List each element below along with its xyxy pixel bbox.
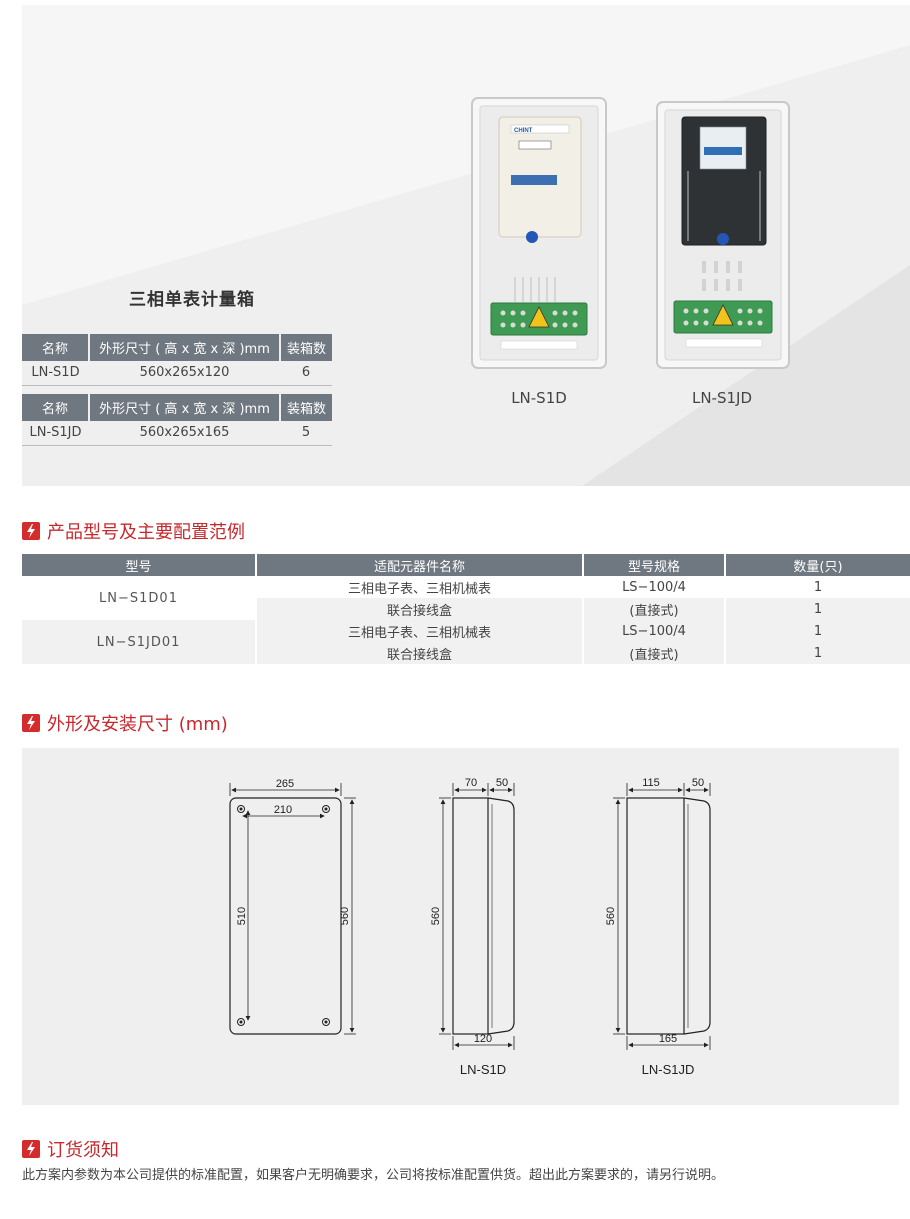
config-cell-qty: 1 [724,576,910,598]
config-cell-component: 联合接线盒 [256,598,583,620]
dim-s1jd-d1: 115 [642,777,660,789]
dim-front-hole-spacing: 210 [274,804,292,816]
config-cell-component: 联合接线盒 [256,642,583,664]
dimension-drawings: 265 210 510 560 70 50 560 [229,777,711,1077]
ordering-note: 此方案内参数为本公司提供的标准配置，如果客户无明确要求，公司将按标准配置供货。超… [22,1168,725,1183]
config-cell-qty: 1 [724,642,910,664]
lightning-icon [22,522,40,540]
config-cell-spec: (直接式) [582,642,725,664]
dim-s1d-d2: 50 [496,777,508,789]
spec-cell-size: 560x265x120 [89,361,280,386]
section-header-config: 产品型号及主要配置范例 [22,519,245,543]
dim-front-height: 560 [339,907,351,925]
config-header-qty: 数量(只) [724,554,910,576]
spec-cell-model: LN-S1JD [22,421,89,446]
section-title-ordering: 订货须知 [47,1140,119,1161]
spec-header-size: 外形尺寸 ( 高 x 宽 x 深 )mm [88,334,280,361]
config-cell-spec: (直接式) [582,598,725,620]
dim-s1jd-height: 560 [605,907,617,925]
dim-s1d-depth: 120 [474,1033,492,1045]
dimension-drawing-panel: 265 210 510 560 70 50 560 [22,748,899,1105]
table-row: 联合接线盒 (直接式) 1 [22,598,910,620]
spec-header-name: 名称 [22,394,89,421]
section-title-dimensions: 外形及安装尺寸 (mm) [47,714,228,735]
spec-cell-qty: 6 [280,361,332,386]
config-header-spec: 型号规格 [582,554,725,576]
product-photo-s1d: CHINT [471,97,607,369]
config-table: 型号 适配元器件名称 型号规格 数量(只) LN−S1D01 三相电子表、三相机… [22,554,910,664]
dim-front-width: 265 [276,778,294,790]
table-row: LN−S1JD01 三相电子表、三相机械表 LS−100/4 1 [22,620,910,664]
spec-cell-size: 560x265x165 [89,421,280,446]
table-row: LN−S1D01 三相电子表、三相机械表 LS−100/4 1 [22,576,910,620]
config-cell-qty: 1 [724,598,910,620]
spec-header-qty: 装箱数 [279,334,332,361]
config-cell-component: 三相电子表、三相机械表 [256,620,583,642]
dim-s1jd-d2: 50 [692,777,704,789]
config-cell-qty: 1 [724,620,910,642]
lightning-icon [22,714,40,732]
product-title: 三相单表计量箱 [129,290,255,310]
config-header-model: 型号 [22,554,256,576]
side-view-s1jd-drawing: 115 50 560 165 LN-S1JD [605,777,711,1077]
config-cell-model: LN−S1JD01 [22,620,257,664]
spec-table-s1jd: 名称 外形尺寸 ( 高 x 宽 x 深 )mm 装箱数 LN-S1JD 560x… [22,394,332,446]
section-header-ordering: 订货须知 [22,1137,119,1161]
drawing-caption-s1d: LN-S1D [460,1062,506,1077]
side-view-s1d-drawing: 70 50 560 120 LN-S1D [430,777,515,1077]
config-cell-spec: LS−100/4 [582,576,725,598]
config-cell-model: LN−S1D01 [22,576,257,620]
section-title-config: 产品型号及主要配置范例 [47,522,245,543]
table-row: 联合接线盒 (直接式) 1 [22,642,910,664]
front-view-drawing: 265 210 510 560 [229,778,356,1035]
hero-banner: 三相单表计量箱 名称 外形尺寸 ( 高 x 宽 x 深 )mm 装箱数 LN-S… [22,5,910,486]
dim-front-hole-height: 510 [236,907,248,925]
spec-table-s1d: 名称 外形尺寸 ( 高 x 宽 x 深 )mm 装箱数 LN-S1D 560x2… [22,334,332,386]
lightning-icon [22,1140,40,1158]
spec-cell-model: LN-S1D [22,361,89,386]
spec-cell-qty: 5 [280,421,332,446]
photo-caption-s1jd: LN-S1JD [691,389,753,407]
hero-background [22,5,910,486]
section-header-dimensions: 外形及安装尺寸 (mm) [22,711,228,735]
meter-brand-text: CHINT [514,128,533,134]
config-cell-spec: LS−100/4 [582,620,725,642]
config-header-component: 适配元器件名称 [255,554,583,576]
spec-header-size: 外形尺寸 ( 高 x 宽 x 深 )mm [88,394,280,421]
dim-s1d-d1: 70 [465,777,477,789]
dim-s1jd-depth: 165 [659,1033,677,1045]
dim-s1d-height: 560 [430,907,442,925]
config-cell-component: 三相电子表、三相机械表 [256,576,583,598]
spec-header-qty: 装箱数 [279,394,332,421]
drawing-caption-s1jd: LN-S1JD [642,1062,695,1077]
spec-header-name: 名称 [22,334,89,361]
product-photo-s1jd [656,101,790,369]
photo-caption-s1d: LN-S1D [511,389,567,407]
